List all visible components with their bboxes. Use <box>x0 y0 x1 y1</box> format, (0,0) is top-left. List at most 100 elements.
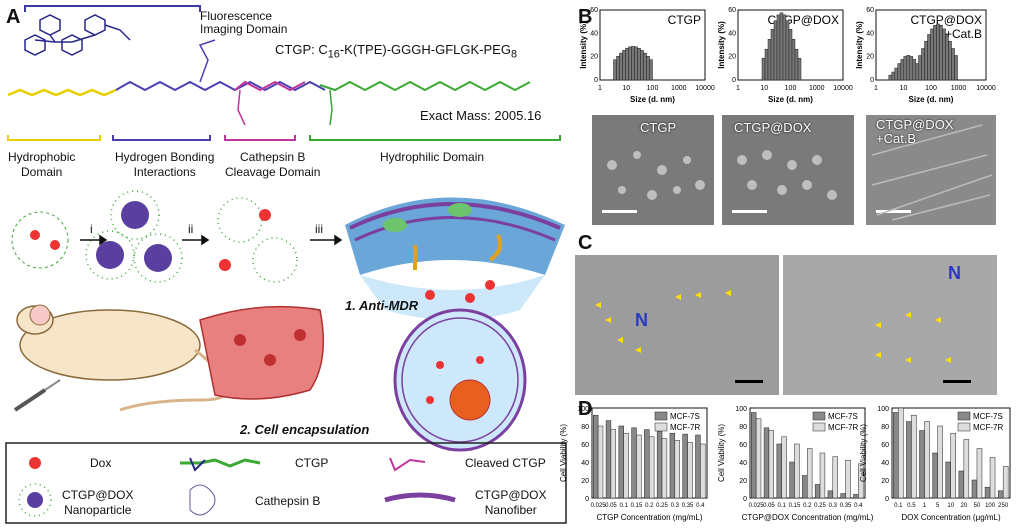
cell-encapsulation-label: 2. Cell encapsulation <box>240 422 370 437</box>
chart-bar <box>636 434 642 499</box>
chart-ytick: 100 <box>577 406 589 413</box>
cathepsin-legend-icon <box>189 484 216 516</box>
dls-xtick: 10 <box>760 85 768 92</box>
domain-hydrophilic: Hydrophilic Domain <box>380 150 485 164</box>
chart-bar <box>605 420 612 499</box>
chart-ytick: 0 <box>743 496 747 503</box>
chart-ytick: 80 <box>881 424 889 431</box>
chart-xtick: 0.5 <box>907 503 916 509</box>
fluorescence-domain-label: Fluorescence Imaging Domain <box>200 9 288 36</box>
dls-ytick: 60 <box>866 7 874 14</box>
legend-dox-label: Dox <box>90 456 112 470</box>
legend-swatch <box>957 411 971 421</box>
domain-hydrophobic: Hydrophobic Domain <box>8 150 76 179</box>
cleaved-ctgp-legend-icon <box>389 457 426 472</box>
peg-chain <box>319 80 531 92</box>
dls-bar <box>619 52 623 81</box>
peptide-backbone <box>115 80 326 92</box>
tem-image-ctgp-dox: CTGP@DOX <box>722 115 854 225</box>
legend-label: MCF-7R <box>828 423 858 432</box>
chart-xtick: 0.025 <box>591 503 607 509</box>
chart-ytick: 0 <box>585 496 589 503</box>
chart-bar <box>814 484 821 499</box>
chart-xtick: 20 <box>961 503 968 509</box>
dls-bar <box>788 29 793 81</box>
chart-xtick: 250 <box>998 503 1009 509</box>
dls-bar <box>646 56 650 81</box>
chart-bar <box>911 414 917 499</box>
anti-mdr-label: 1. Anti-MDR <box>345 298 419 313</box>
legend-nanoparticle-label: CTGP@DOX Nanoparticle <box>62 488 134 517</box>
legend-cathepsin-label: Cathepsin B <box>255 494 321 508</box>
legend-label: MCF-7S <box>670 412 700 421</box>
dls-ylabel: Intensity (%) <box>579 21 588 69</box>
dls-bar <box>954 55 958 81</box>
dls-bar <box>927 34 931 81</box>
ctgp-formula: CTGP: C16-K(TPE)-GGGH-GFLGK-PEG8 <box>275 42 517 61</box>
dls-bar <box>649 59 653 81</box>
dls-xlabel: Size (d. nm) <box>768 95 813 104</box>
bracket-hbond <box>112 135 211 141</box>
dls-bar <box>764 48 769 81</box>
panel-label-b: B <box>578 6 593 28</box>
dls-ytick: 0 <box>870 77 874 84</box>
encapsulated-cell <box>393 308 527 452</box>
dls-bar <box>613 59 617 81</box>
dls-bar <box>643 52 647 81</box>
chart-bar <box>700 443 706 499</box>
dls-xlabel: Size (d. nm) <box>909 95 954 104</box>
panel-a-schematic <box>5 5 567 524</box>
step-iii: iii <box>315 222 323 236</box>
chart-xtick: 0.05 <box>605 503 617 509</box>
domain-hbond: Hydrogen Bonding Interactions <box>115 150 215 179</box>
chart-bar <box>924 421 930 499</box>
dls-bar <box>894 67 899 81</box>
chart-xtick: 0.15 <box>789 503 801 509</box>
dls-bar <box>779 12 784 81</box>
dls-bar <box>640 50 644 81</box>
chart-ylabel: Cell Viability (%) <box>859 424 868 482</box>
dls-bar <box>616 56 620 81</box>
dox-legend-icon <box>29 457 41 469</box>
chart-bar <box>919 430 925 499</box>
dls-xtick: 1000 <box>951 85 967 92</box>
dls-xtick: 100 <box>925 85 937 92</box>
legend-label: MCF-7S <box>828 412 858 421</box>
dls-bar <box>918 55 922 81</box>
dls-xlabel: Size (d. nm) <box>630 95 675 104</box>
dls-bar <box>782 14 787 81</box>
chart-xtick: 0.4 <box>854 503 863 509</box>
legend-label: MCF-7S <box>973 412 1003 421</box>
chart-bar <box>593 414 599 499</box>
dls-xtick: 10 <box>622 85 630 92</box>
chart-bar <box>695 434 701 499</box>
chart-bar <box>832 456 838 499</box>
legend-cleaved-label: Cleaved CTGP <box>465 456 546 470</box>
chart-xtick: 100 <box>985 503 996 509</box>
chart-bar <box>840 493 846 499</box>
chart-bar <box>819 452 826 499</box>
chart-bar <box>827 490 834 499</box>
chart-bar <box>776 443 782 499</box>
nucleus-marker: N <box>635 310 648 330</box>
chart-xtick: 5 <box>936 503 940 509</box>
dls-bar <box>933 25 937 81</box>
chart-bar <box>906 421 912 499</box>
dls-bar <box>930 28 934 81</box>
chart-xtick: 0.1 <box>778 503 787 509</box>
chart-ytick: 80 <box>739 424 747 431</box>
chart-bar <box>648 436 655 499</box>
viability-charts: Cell Viability (%)CTGP Concentration (mg… <box>559 406 1011 522</box>
dls-bar <box>794 48 799 81</box>
chart-bar <box>755 418 762 499</box>
step-ii: ii <box>188 222 194 236</box>
chart-bar <box>610 429 617 499</box>
legend-swatch <box>812 422 826 432</box>
chart-bar <box>656 431 663 499</box>
step-i: i <box>90 222 93 236</box>
dls-bar <box>906 55 911 81</box>
chart-xtick: 1 <box>923 503 927 509</box>
chart-ytick: 60 <box>881 442 889 449</box>
chart-xtick: 0.25 <box>656 503 668 509</box>
chart-xtick: 0.1 <box>620 503 629 509</box>
